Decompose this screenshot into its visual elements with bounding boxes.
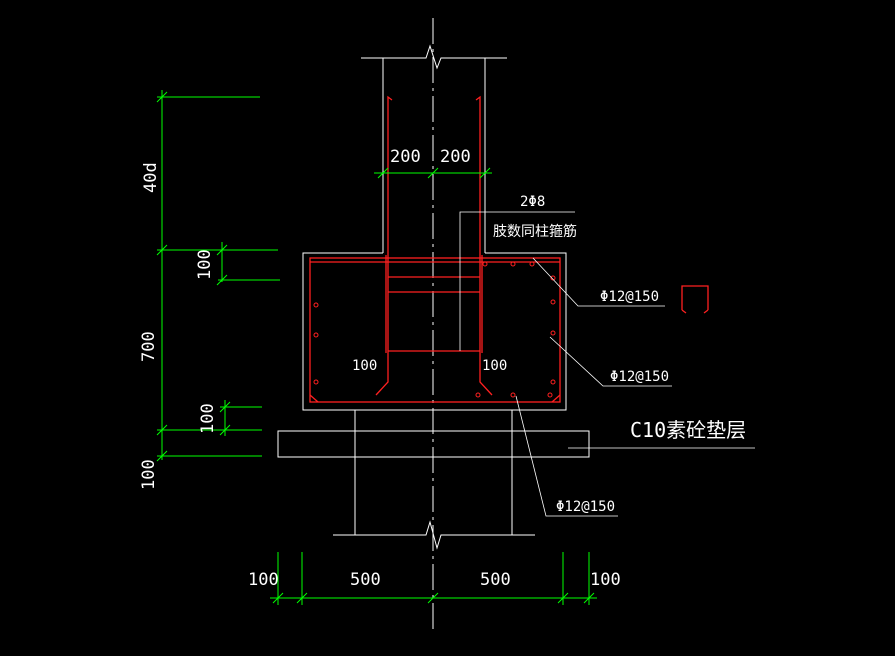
rebar-dots	[313, 261, 556, 398]
dim-bottom-left-half: 500	[350, 570, 381, 590]
dim-bottom-right-edge: 100	[590, 570, 621, 590]
rebar-side-label: Φ12@150	[610, 369, 669, 385]
stirrup-count-label: 2Φ8	[520, 194, 545, 210]
dim-lower-cover: 100	[198, 403, 218, 434]
stirrup-shape-icon	[681, 285, 709, 310]
dim-col-right: 200	[440, 147, 471, 167]
dimension-lines	[156, 90, 597, 605]
dim-upper-cover: 100	[195, 249, 215, 280]
stirrup-note-label: 肢数同柱箍筋	[493, 223, 577, 240]
hook-left-label: 100	[352, 358, 377, 374]
dim-bottom-left-edge: 100	[248, 570, 279, 590]
concrete-outline	[277, 18, 590, 630]
rebar-bottom-label: Φ12@150	[556, 499, 615, 515]
rebar-top-label: Φ12@150	[600, 289, 659, 305]
dim-anchor: 40d	[141, 162, 161, 193]
dim-cushion-thickness: 100	[139, 459, 159, 490]
dim-bottom-right-half: 500	[480, 570, 511, 590]
hook-right-label: 100	[482, 358, 507, 374]
leader-lines	[459, 211, 755, 517]
dim-footing-height: 700	[139, 331, 159, 362]
cushion-label: C10素砼垫层	[630, 418, 746, 442]
dim-col-left: 200	[390, 147, 421, 167]
rebar-cage	[309, 95, 561, 403]
